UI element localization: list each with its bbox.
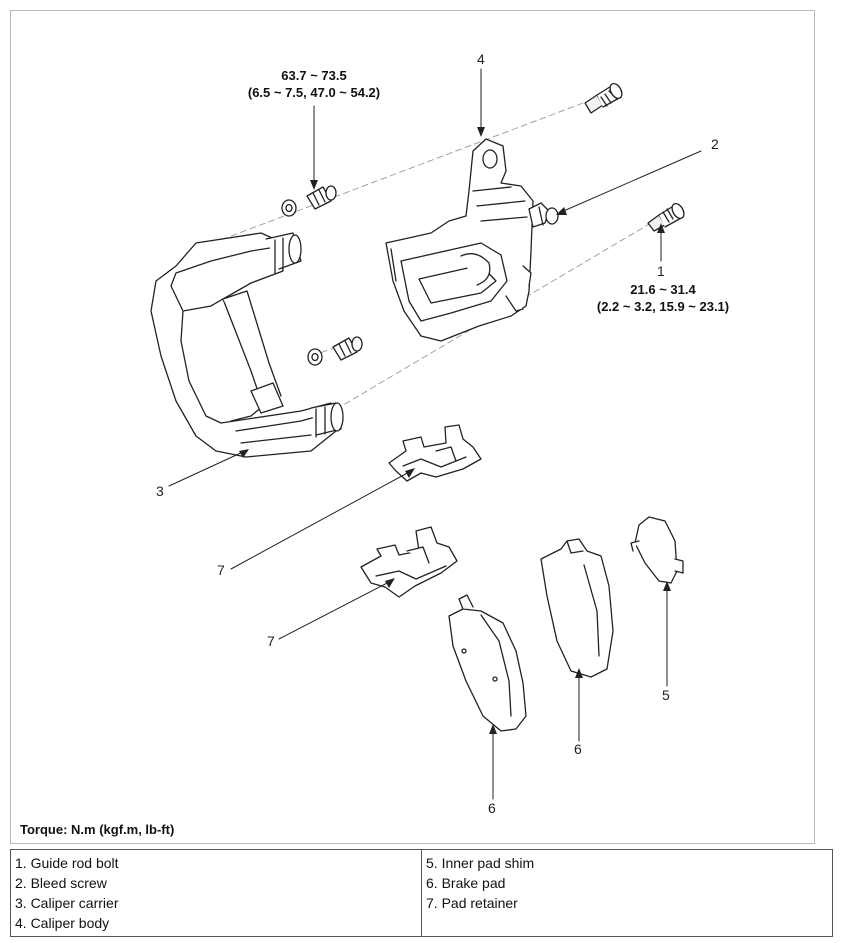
legend-column-left: 1. Guide rod bolt 2. Bleed screw 3. Cali… — [11, 850, 421, 936]
brake-pad-inner-icon — [448, 594, 527, 732]
legend-item: 7. Pad retainer — [426, 895, 518, 911]
pad-retainer-upper-icon — [388, 424, 482, 482]
guide-rod-bolt-right-icon — [647, 202, 685, 232]
washer-bolt-upper-icon — [281, 185, 337, 217]
callout-6b: 6 — [488, 800, 496, 816]
inner-pad-shim-icon — [630, 516, 684, 584]
legend-item: 6. Brake pad — [426, 875, 506, 891]
torque-unit-note: Torque: N.m (kgf.m, lb-ft) — [20, 822, 175, 837]
callout-3: 3 — [156, 483, 164, 499]
diagram-drawing — [150, 68, 702, 800]
pad-retainer-lower-icon — [360, 526, 458, 598]
washer-bolt-lower-icon — [307, 336, 363, 366]
callout-5: 5 — [662, 687, 670, 703]
legend-item: 2. Bleed screw — [15, 875, 107, 891]
legend-item: 4. Caliper body — [15, 915, 110, 931]
guide-rod-bolt-top-icon — [584, 82, 623, 114]
callout-2: 2 — [711, 136, 719, 152]
callout-7b: 7 — [267, 633, 275, 649]
caliper-carrier-icon — [150, 232, 344, 458]
torque-right-detail: (2.2 ~ 3.2, 15.9 ~ 23.1) — [596, 299, 730, 314]
torque-right-label: 21.6 ~ 31.4 (2.2 ~ 3.2, 15.9 ~ 23.1) — [583, 281, 743, 315]
leader-lines — [168, 68, 702, 800]
legend-item: 3. Caliper carrier — [15, 895, 119, 911]
bleed-screw-icon — [528, 202, 559, 228]
torque-top-value: 63.7 ~ 73.5 — [281, 68, 347, 83]
callout-7a: 7 — [217, 562, 225, 578]
legend-column-right: 5. Inner pad shim 6. Brake pad 7. Pad re… — [421, 850, 832, 936]
torque-top-detail: (6.5 ~ 7.5, 47.0 ~ 54.2) — [247, 85, 381, 100]
callout-4: 4 — [477, 51, 485, 67]
legend-item: 1. Guide rod bolt — [15, 855, 119, 871]
caliper-body-icon — [385, 138, 534, 342]
legend-item: 5. Inner pad shim — [426, 855, 535, 871]
exploded-diagram: 63.7 ~ 73.5 (6.5 ~ 7.5, 47.0 ~ 54.2) 21.… — [10, 10, 815, 844]
parts-legend: 1. Guide rod bolt 2. Bleed screw 3. Cali… — [10, 849, 833, 937]
brake-pad-outer-icon — [540, 538, 614, 678]
arrowheads — [239, 127, 671, 734]
torque-top-label: 63.7 ~ 73.5 (6.5 ~ 7.5, 47.0 ~ 54.2) — [239, 67, 389, 101]
callout-1: 1 — [657, 263, 665, 279]
torque-right-value: 21.6 ~ 31.4 — [630, 282, 696, 297]
callout-6a: 6 — [574, 741, 582, 757]
